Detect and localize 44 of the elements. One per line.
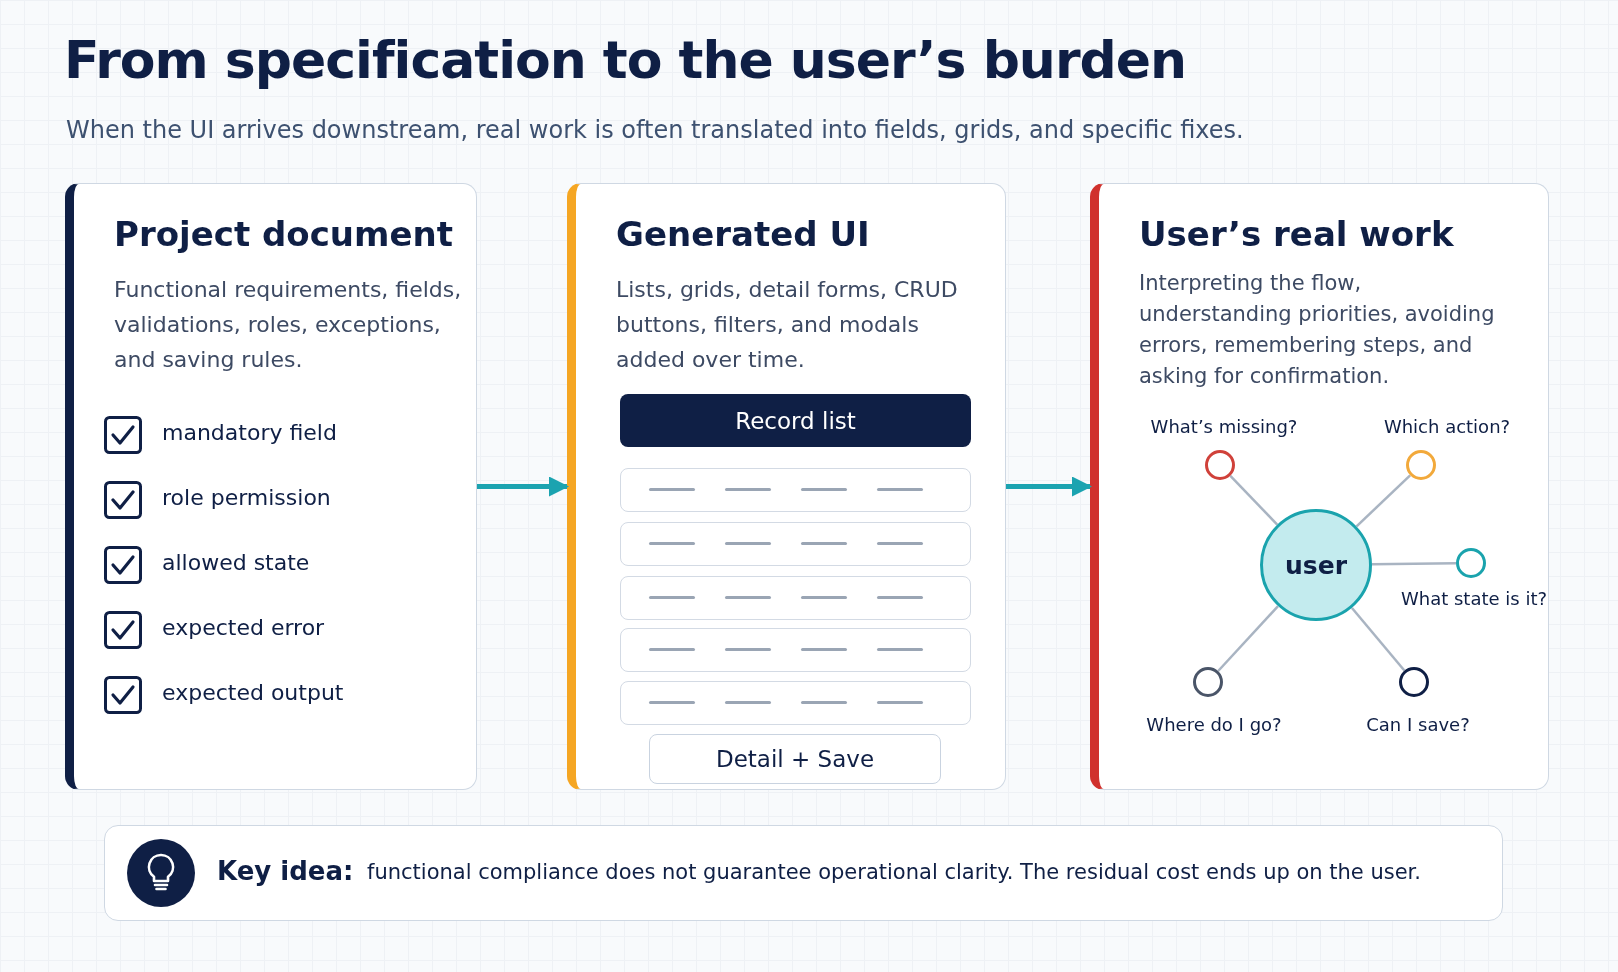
connector-line xyxy=(1217,605,1279,672)
grid-row xyxy=(620,522,971,566)
question-label: What’s missing? xyxy=(1150,416,1298,437)
grid-row xyxy=(620,628,971,672)
panel-heading: Generated UI xyxy=(616,214,870,254)
action-button: Detail + Save xyxy=(649,734,941,784)
connector-line xyxy=(1229,474,1279,526)
checklist-item: expected error xyxy=(162,615,325,640)
user-circle: user xyxy=(1260,509,1372,621)
key-idea-panel xyxy=(104,825,1503,921)
question-circle xyxy=(1406,450,1436,480)
arrow xyxy=(477,476,569,497)
panel-card xyxy=(65,183,477,790)
arrow xyxy=(1006,476,1092,497)
question-circle xyxy=(1456,548,1486,578)
grid-row xyxy=(620,468,971,512)
panel-card xyxy=(567,183,1006,790)
connector-line xyxy=(1351,607,1406,672)
panel-card xyxy=(1090,183,1549,790)
panel-text: Functional requirements, fields, validations, roles, exceptions, and saving rules. xyxy=(114,276,463,374)
panel-heading: User’s real work xyxy=(1139,214,1454,254)
checklist-item: mandatory field xyxy=(162,420,337,445)
key-idea-text: functional compliance does not guarantee operational clarity. The residual cost ends up on the user. xyxy=(367,860,1421,884)
panel-text: Interpreting the flow, understanding priorities, avoiding errors, remembering steps, and asking for confirmation. xyxy=(1139,270,1496,390)
checklist-item: expected output xyxy=(162,680,344,705)
checklist-item: allowed state xyxy=(162,550,310,575)
panel-heading: Project document xyxy=(114,214,453,254)
key-idea-label: Key idea: xyxy=(217,856,354,886)
question-label: What state is it? xyxy=(1400,588,1548,609)
connector-line xyxy=(1355,474,1411,528)
title: From specification to the user’s burden xyxy=(64,30,1187,90)
checklist-item: role permission xyxy=(162,485,331,510)
question-label: Which action? xyxy=(1383,416,1511,437)
question-label: Where do I go? xyxy=(1146,714,1282,735)
header-button: Record list xyxy=(620,394,971,447)
question-label: Can I save? xyxy=(1366,714,1470,735)
connector-line xyxy=(1372,561,1456,566)
question-circle xyxy=(1399,667,1429,697)
grid-row xyxy=(620,576,971,620)
subtitle: When the UI arrives downstream, real work is often translated into fields, grids, and specific fixes. xyxy=(66,116,1244,144)
question-circle xyxy=(1205,450,1235,480)
grid-row xyxy=(620,681,971,725)
question-circle xyxy=(1193,667,1223,697)
panel-text: Lists, grids, detail forms, CRUD buttons, filters, and modals added over time. xyxy=(616,276,959,374)
